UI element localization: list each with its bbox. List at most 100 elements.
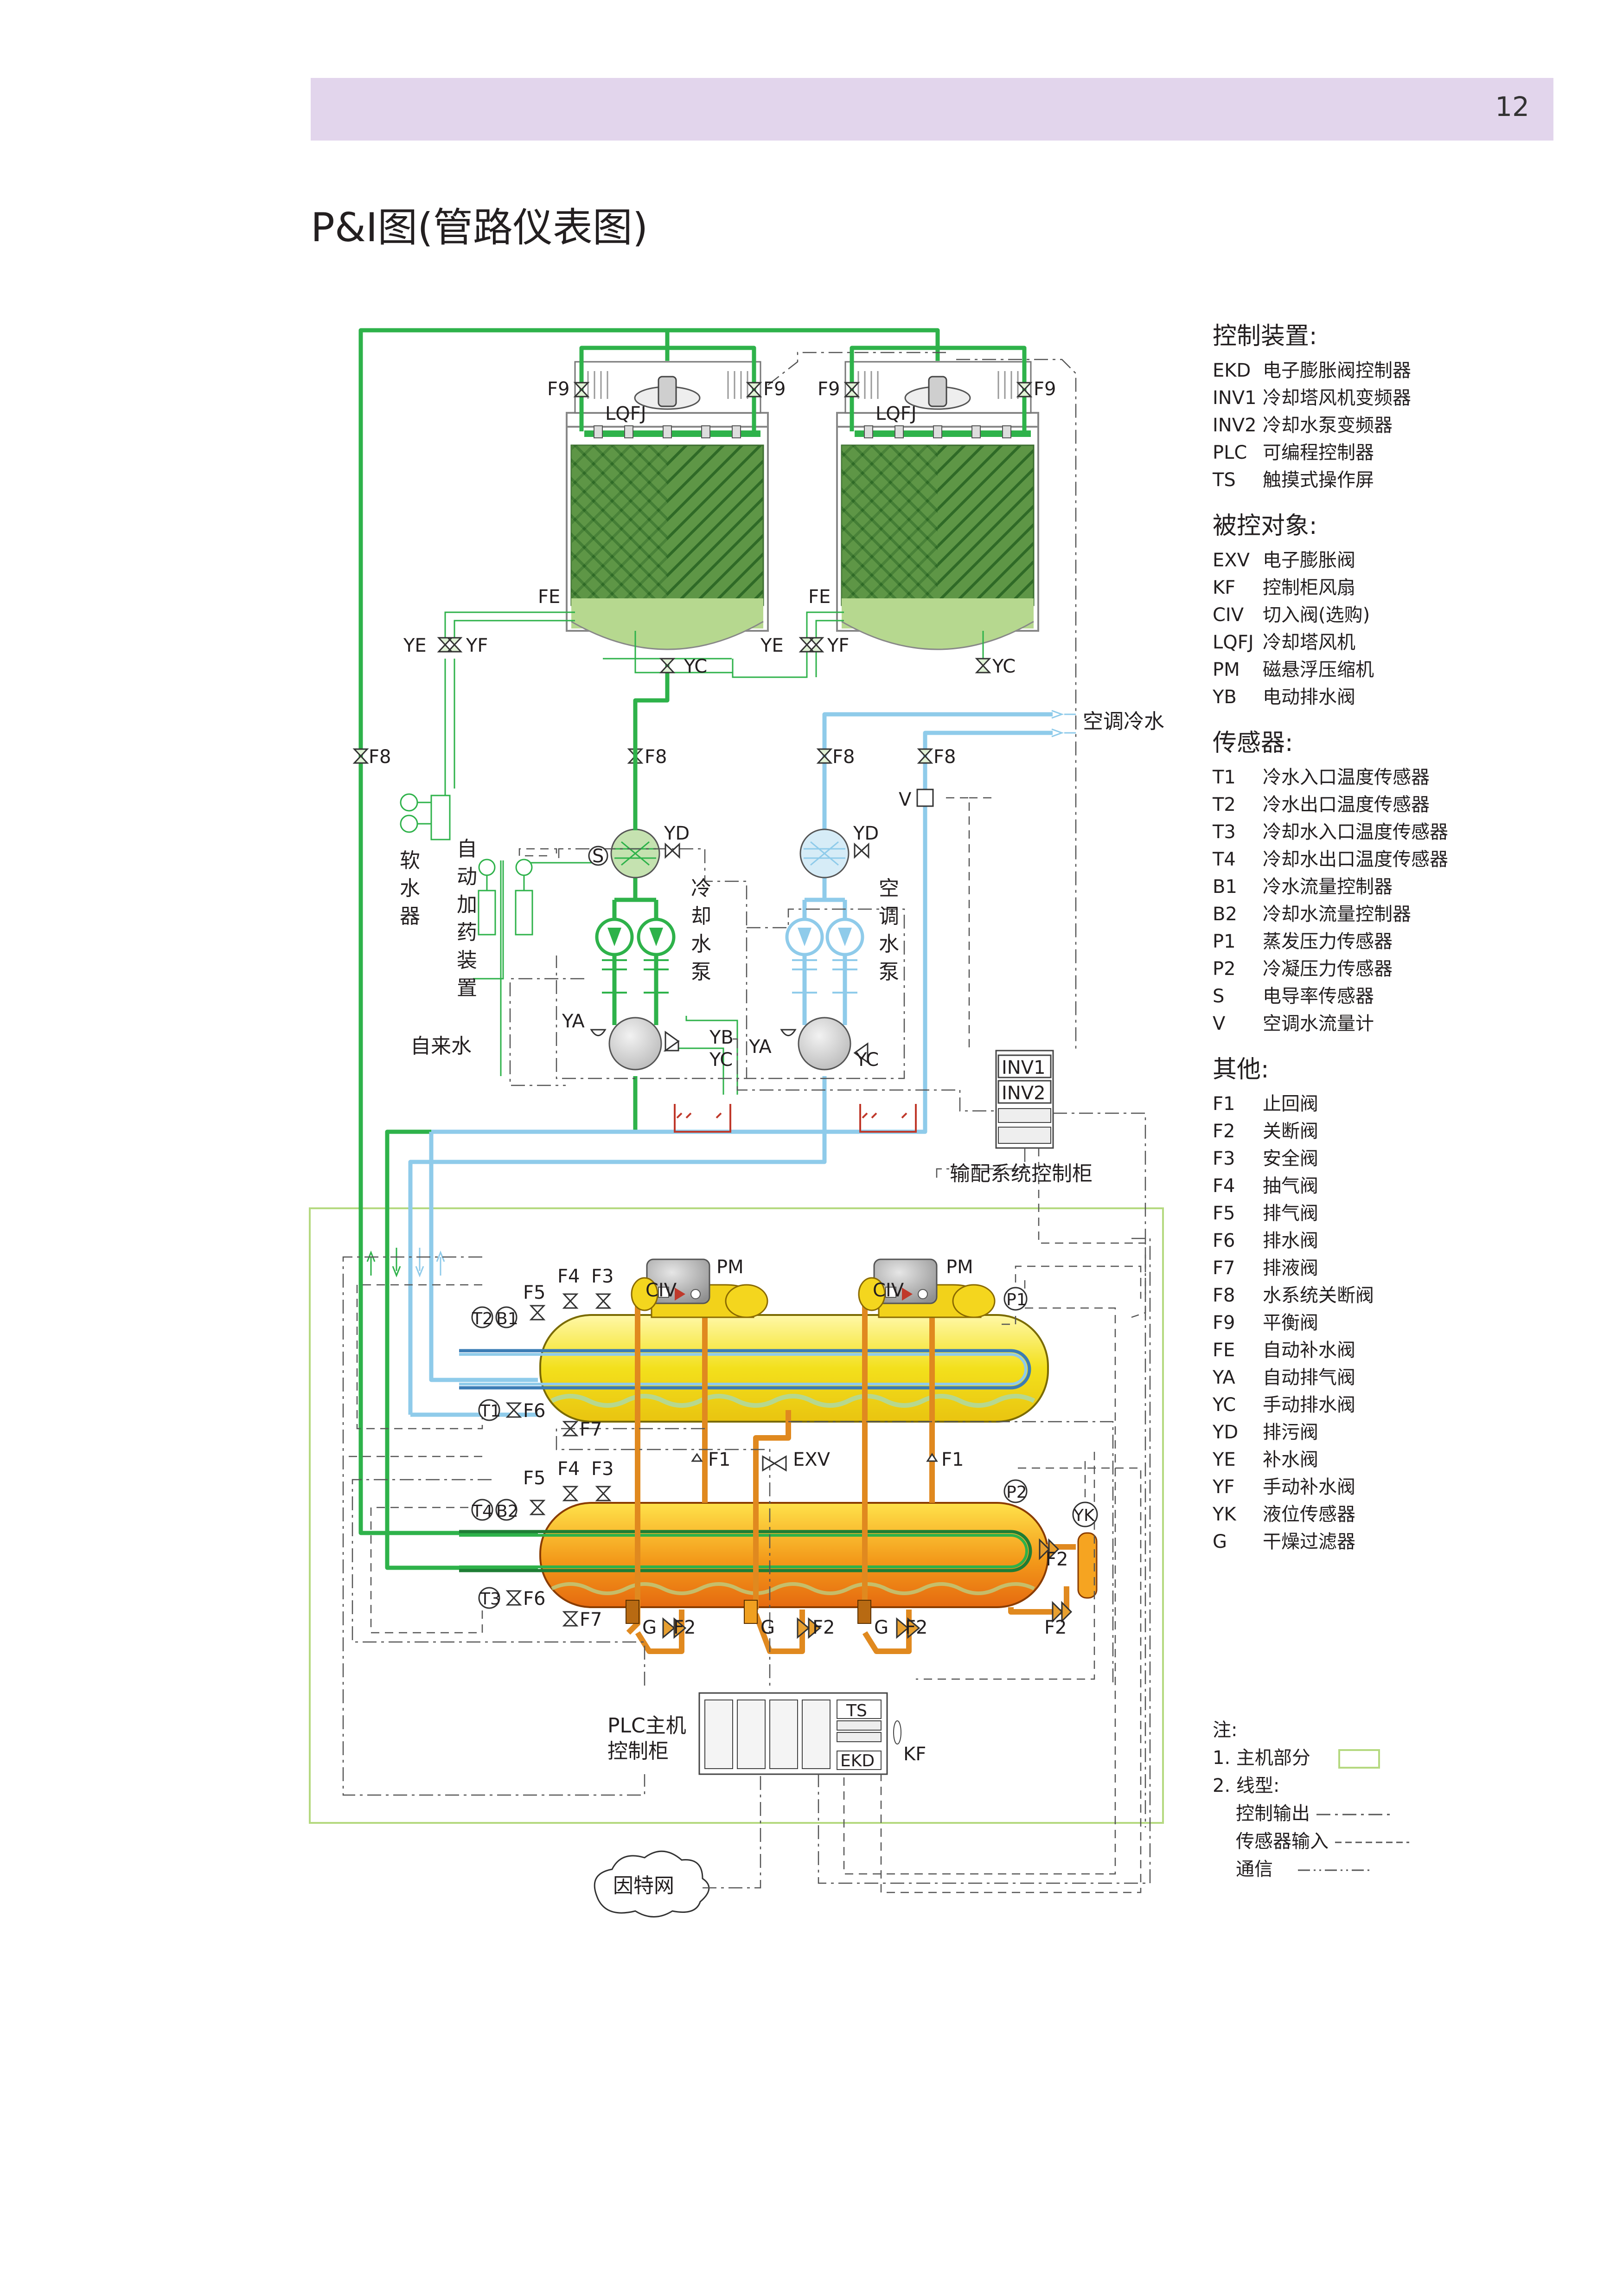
legend-code: F6: [1213, 1230, 1235, 1251]
legend-desc: 冷却塔风机: [1263, 632, 1355, 653]
note-line-control-text: 控制输出: [1236, 1803, 1310, 1824]
label-f1-1: F1: [708, 1449, 730, 1470]
legend-code: FE: [1213, 1340, 1235, 1361]
legend-desc: 排污阀: [1263, 1422, 1318, 1443]
water-softener: [400, 793, 451, 840]
legend-desc: 干燥过滤器: [1263, 1531, 1355, 1552]
label-f2-4: F2: [905, 1617, 927, 1638]
legend-item: LQFJ 冷却塔风机: [1213, 629, 1611, 656]
legend-desc: 磁悬浮压缩机: [1263, 659, 1374, 680]
legend-desc: 蒸发压力传感器: [1263, 931, 1393, 952]
legend-desc: 冷却水出口温度传感器: [1263, 849, 1448, 870]
label-ac-pump-char: 泵: [879, 960, 899, 984]
label-ac-pump-char: 水: [879, 932, 899, 956]
legend-desc: 补水阀: [1263, 1449, 1318, 1470]
legend-code: LQFJ: [1213, 632, 1254, 653]
line-sample-control: [1316, 1814, 1391, 1815]
unit-part-swatch: [1338, 1749, 1380, 1769]
legend-desc: 冷却水流量控制器: [1263, 904, 1411, 925]
label-dosing-char: 药: [457, 921, 477, 944]
label-lqfj-2: LQFJ: [875, 403, 917, 424]
legend-desc: 冷水流量控制器: [1263, 876, 1393, 898]
label-f3-2: F3: [591, 1458, 613, 1480]
legend-heading-others: 其他:: [1213, 1056, 1269, 1084]
label-t3: T3: [479, 1590, 501, 1609]
label-ye-1: YE: [403, 635, 427, 656]
dryer-filters: [626, 1600, 871, 1624]
internet-cloud: [594, 1850, 710, 1918]
label-f2-5: F2: [1044, 1617, 1067, 1638]
legend-code: P1: [1213, 931, 1236, 952]
legend-item: FE 自动补水阀: [1213, 1337, 1611, 1364]
legend-item: P1 蒸发压力传感器: [1213, 928, 1611, 956]
label-s: S: [592, 846, 604, 867]
chilled-water-pumps: [785, 828, 864, 1071]
page-title: P&I图(管路仪表图): [311, 205, 648, 251]
legend-desc: 冷水入口温度传感器: [1263, 767, 1430, 788]
label-dist-cabinet: 输配系统控制柜: [950, 1162, 1093, 1186]
legend-desc: 排液阀: [1263, 1257, 1318, 1279]
legend-heading-control: 控制装置:: [1213, 322, 1317, 350]
label-softener-char: 器: [400, 904, 420, 928]
note-line-types: 2. 线型:: [1213, 1775, 1280, 1796]
label-f4-1: F4: [557, 1266, 580, 1287]
plc-control-cabinet: [698, 1692, 901, 1775]
label-f7-2: F7: [580, 1609, 602, 1630]
label-inv1: INV1: [1002, 1057, 1046, 1078]
legend-code: INV2: [1213, 415, 1257, 436]
label-f5-1: F5: [523, 1282, 545, 1303]
notes-panel: 注: 1. 主机部分 2. 线型: 控制输出 传感器输入 通信: [1213, 1716, 1409, 1883]
note-line-control: 控制输出: [1213, 1800, 1409, 1828]
label-g-1: G: [642, 1617, 657, 1638]
legend-code: V: [1213, 1013, 1226, 1034]
legend-desc: 冷却水泵变频器: [1263, 415, 1393, 436]
note-line-sensor: 传感器输入: [1213, 1828, 1409, 1855]
legend-item: F6 排水阀: [1213, 1227, 1611, 1255]
legend-code: B2: [1213, 904, 1237, 925]
legend-desc: 自动补水阀: [1263, 1340, 1355, 1361]
legend-desc: 可编程控制器: [1263, 442, 1374, 463]
label-t4: T4: [472, 1502, 493, 1521]
label-f3-1: F3: [591, 1266, 613, 1287]
label-f2-3: F2: [812, 1617, 835, 1638]
distribution-control-cabinet: [995, 1050, 1054, 1149]
label-ye-2: YE: [760, 635, 784, 656]
legend-desc: 手动排水阀: [1263, 1394, 1355, 1416]
label-f8-3: F8: [832, 746, 855, 768]
legend-desc: 电子膨胀阀: [1263, 550, 1355, 571]
legend-code: YF: [1213, 1476, 1235, 1498]
label-cooling-pump-char: 却: [691, 904, 711, 928]
valves-and-sensors: [352, 382, 1098, 1639]
legend-desc: 排水阀: [1263, 1230, 1318, 1251]
label-plc-cabinet-2: 控制柜: [607, 1739, 669, 1763]
legend-code: YC: [1213, 1394, 1236, 1416]
label-t1: T1: [479, 1402, 501, 1421]
legend-code: F5: [1213, 1203, 1235, 1224]
legend-code: F3: [1213, 1148, 1235, 1169]
legend-desc: 电动排水阀: [1263, 686, 1355, 708]
drain-pits: [674, 1104, 917, 1133]
legend-desc: 液位传感器: [1263, 1504, 1355, 1525]
notes-heading: 注:: [1213, 1719, 1238, 1741]
legend-desc: 止回阀: [1263, 1093, 1318, 1115]
label-civ-1: CIV: [645, 1280, 677, 1301]
legend-code: F2: [1213, 1121, 1235, 1142]
label-yk: YK: [1073, 1506, 1095, 1525]
legend-desc: 冷却塔风机变频器: [1263, 387, 1411, 409]
evaporator-shell: [459, 1314, 1049, 1423]
label-softener-char: 软: [400, 849, 420, 872]
